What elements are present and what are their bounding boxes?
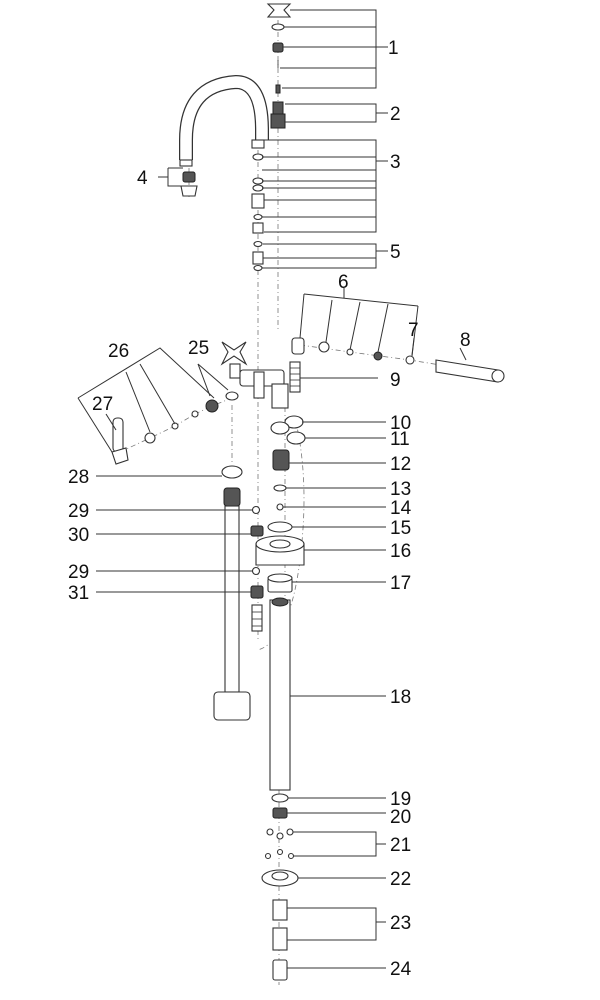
- callout-18: 18: [390, 687, 411, 708]
- leader-lines: [77, 9, 467, 969]
- spout-fittings: [180, 171, 198, 197]
- lever-assembly: [111, 399, 219, 465]
- callout-31: 31: [68, 583, 89, 604]
- callout-5: 5: [390, 242, 401, 263]
- valve-body: [220, 341, 289, 409]
- callout-29-lower: 29: [68, 562, 89, 583]
- callout-16: 16: [390, 541, 411, 562]
- callout-28: 28: [68, 467, 89, 488]
- callout-8: 8: [460, 330, 471, 351]
- callout-12: 12: [390, 454, 411, 475]
- callout-11: 11: [390, 429, 410, 450]
- callout-26: 26: [108, 341, 129, 362]
- callout-labels: 1 2 3 4 5 6 7 8 9 10 11 12 13 14 15 16 1…: [68, 38, 471, 980]
- callout-14: 14: [390, 498, 412, 519]
- callout-7: 7: [408, 320, 419, 341]
- callout-29-upper: 29: [68, 501, 89, 522]
- left-column: [213, 465, 264, 721]
- diverter-assembly: [289, 337, 505, 393]
- callout-1: 1: [388, 38, 399, 59]
- callout-15: 15: [390, 518, 411, 539]
- callout-3: 3: [390, 152, 401, 173]
- callout-19: 19: [390, 789, 411, 810]
- ring-stack: [251, 153, 265, 272]
- top-handle-assembly: [266, 3, 292, 129]
- callout-17: 17: [390, 573, 411, 594]
- callout-25: 25: [188, 338, 209, 359]
- callout-22: 22: [390, 869, 411, 890]
- main-column: [255, 415, 306, 981]
- callout-6: 6: [338, 272, 349, 293]
- callout-24: 24: [390, 959, 412, 980]
- callout-2: 2: [390, 104, 401, 125]
- spout: [179, 74, 269, 167]
- callout-21: 21: [390, 835, 411, 856]
- callout-9: 9: [390, 370, 401, 391]
- callout-27: 27: [92, 394, 113, 415]
- callout-4: 4: [137, 168, 148, 189]
- callout-23: 23: [390, 913, 411, 934]
- callout-10: 10: [390, 413, 411, 434]
- callout-30: 30: [68, 525, 89, 546]
- callout-13: 13: [390, 479, 411, 500]
- callout-20: 20: [390, 807, 411, 828]
